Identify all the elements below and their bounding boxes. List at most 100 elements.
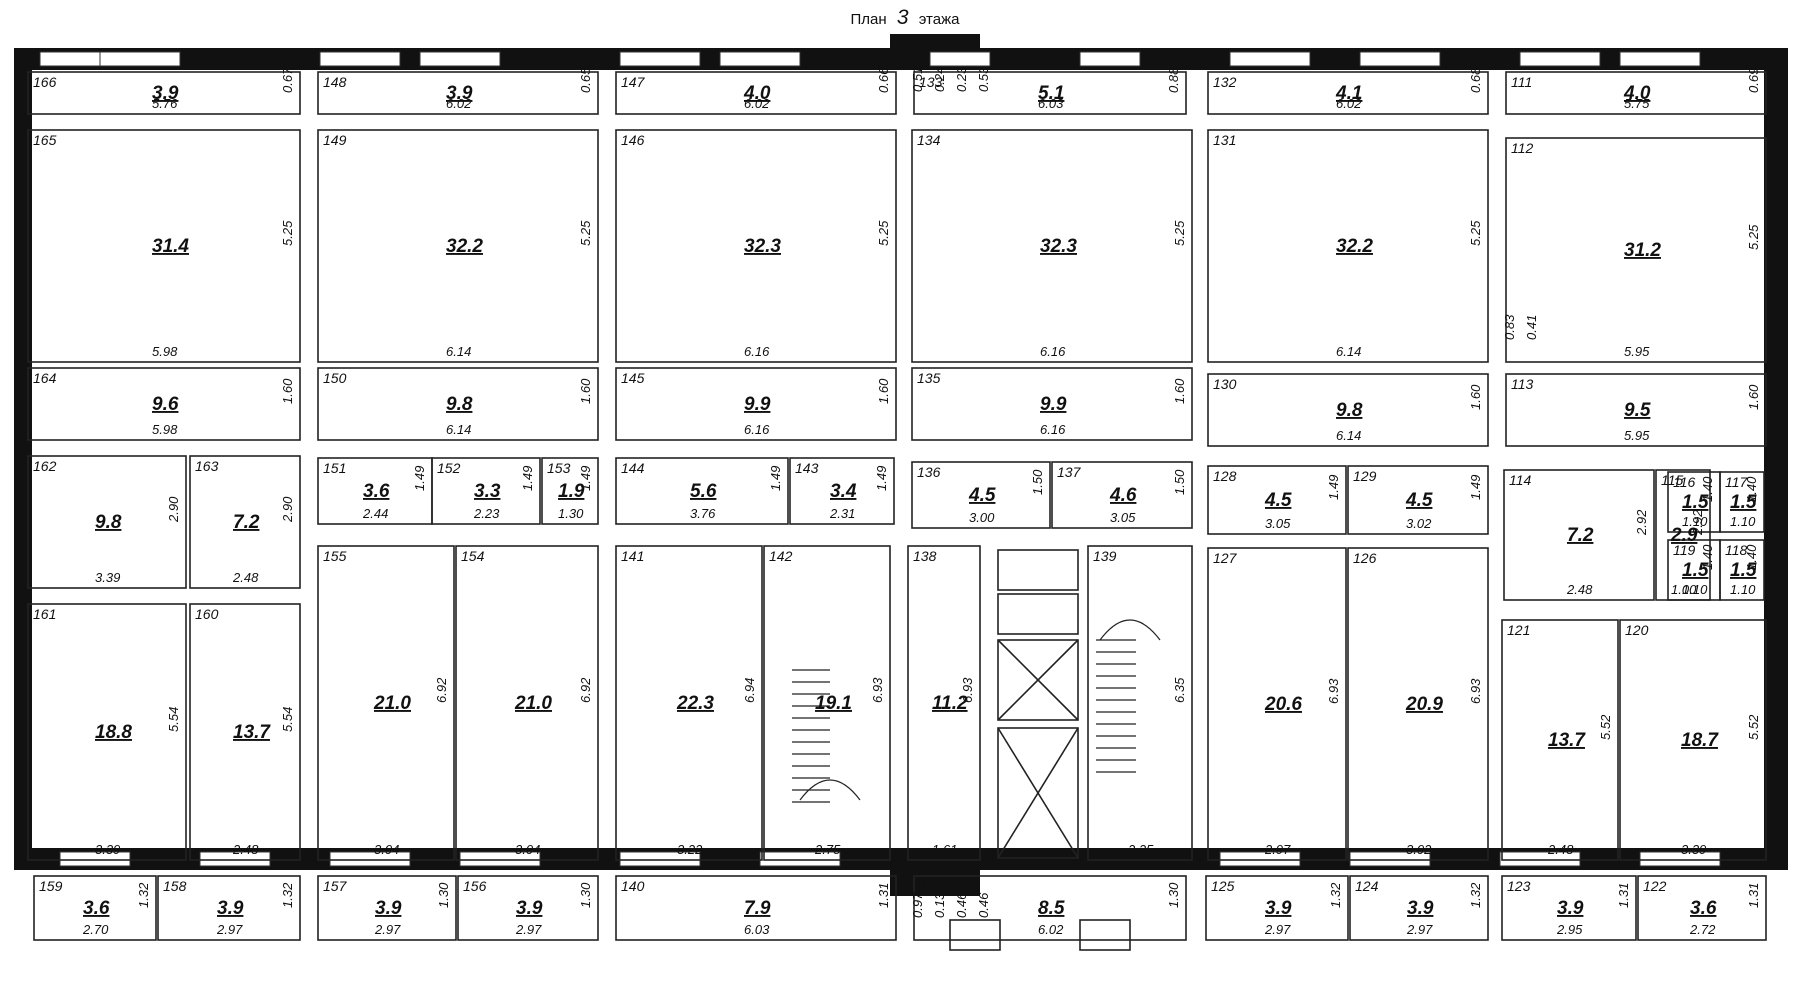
room-depth: 5.25 <box>1468 220 1483 246</box>
room-depth: 1.40 <box>1700 544 1715 570</box>
room-outline <box>913 875 1187 941</box>
room-number: 140 <box>621 878 645 894</box>
room-width: 3.02 <box>1406 842 1432 857</box>
room-outline <box>1619 619 1767 861</box>
room-depth: 1.49 <box>874 466 889 491</box>
room-depth: 1.32 <box>136 882 151 908</box>
room-outline <box>189 603 301 861</box>
room <box>1087 545 1193 861</box>
room-number: 164 <box>33 370 57 386</box>
room-number: 119 <box>1673 542 1696 558</box>
room-number: 163 <box>195 458 219 474</box>
room-width: 6.14 <box>1336 428 1361 443</box>
room-width: 2.97 <box>374 922 401 937</box>
room-outline <box>911 129 1193 363</box>
room-depth: 1.31 <box>1746 883 1761 908</box>
room <box>1207 465 1347 535</box>
room-depth: 2.90 <box>166 496 181 523</box>
room-extra-dim: 0.13 <box>932 892 947 918</box>
room <box>431 457 541 525</box>
room-outline <box>455 545 599 861</box>
room-width: 2.48 <box>1566 582 1593 597</box>
room-width: 6.02 <box>446 96 472 111</box>
room-width: 2.70 <box>82 922 109 937</box>
room <box>33 875 157 941</box>
window <box>1349 851 1431 867</box>
room-width: 2.48 <box>232 570 259 585</box>
room <box>1637 875 1767 941</box>
room-area: 11.2 <box>932 693 968 714</box>
vent-shaft <box>997 549 1079 591</box>
room-depth: 5.25 <box>578 220 593 246</box>
room-width: 2.23 <box>473 506 500 521</box>
room <box>1505 71 1767 115</box>
room-width: 3.39 <box>95 570 120 585</box>
window <box>419 51 501 67</box>
room-area: 9.6 <box>152 394 179 415</box>
room-area: 8.5 <box>1038 898 1065 919</box>
room <box>1501 619 1619 861</box>
room-number: 142 <box>769 548 793 564</box>
room-area: 22.3 <box>676 693 714 714</box>
room-depth: 1.49 <box>578 466 593 491</box>
room-number: 160 <box>195 606 219 622</box>
room <box>455 545 599 861</box>
room-depth: 5.25 <box>876 220 891 246</box>
room-area: 1.5 <box>1730 492 1757 513</box>
room-outline <box>1347 465 1489 535</box>
room-width: 1.10 <box>1682 582 1708 597</box>
room-area: 3.9 <box>1557 898 1584 919</box>
room-width: 5.75 <box>1624 96 1650 111</box>
room-depth: 1.60 <box>578 378 593 404</box>
room <box>189 455 301 589</box>
room <box>189 603 301 861</box>
room <box>27 603 187 861</box>
room-outline <box>615 457 789 525</box>
vent-shaft <box>997 593 1079 635</box>
room <box>763 545 891 861</box>
room-area: 21.0 <box>373 693 411 714</box>
room-depth: 1.60 <box>280 378 295 404</box>
stair-turn <box>1099 619 1161 641</box>
room-width: 1.10 <box>1730 514 1756 529</box>
room-width: 3.05 <box>1265 516 1291 531</box>
room-width: 6.02 <box>1038 922 1064 937</box>
room-number: 134 <box>917 132 941 148</box>
room-area: 21.0 <box>514 693 552 714</box>
room-area: 3.9 <box>217 898 244 919</box>
room-depth: 6.94 <box>742 678 757 703</box>
room <box>911 129 1193 363</box>
room-number: 143 <box>795 460 819 476</box>
room-outline <box>1505 71 1767 115</box>
room-area: 20.6 <box>1264 694 1302 715</box>
room-number: 124 <box>1355 878 1379 894</box>
room-depth: 5.52 <box>1598 714 1613 740</box>
room-depth: 5.54 <box>280 707 295 732</box>
room-depth: 0.69 <box>1746 68 1761 93</box>
room-depth: 6.93 <box>1468 678 1483 704</box>
room-width: 6.03 <box>744 922 770 937</box>
room-outline <box>1505 137 1767 363</box>
room-outline <box>615 129 897 363</box>
room-area: 13.7 <box>1548 730 1586 751</box>
room-depth: 5.52 <box>1746 714 1761 740</box>
